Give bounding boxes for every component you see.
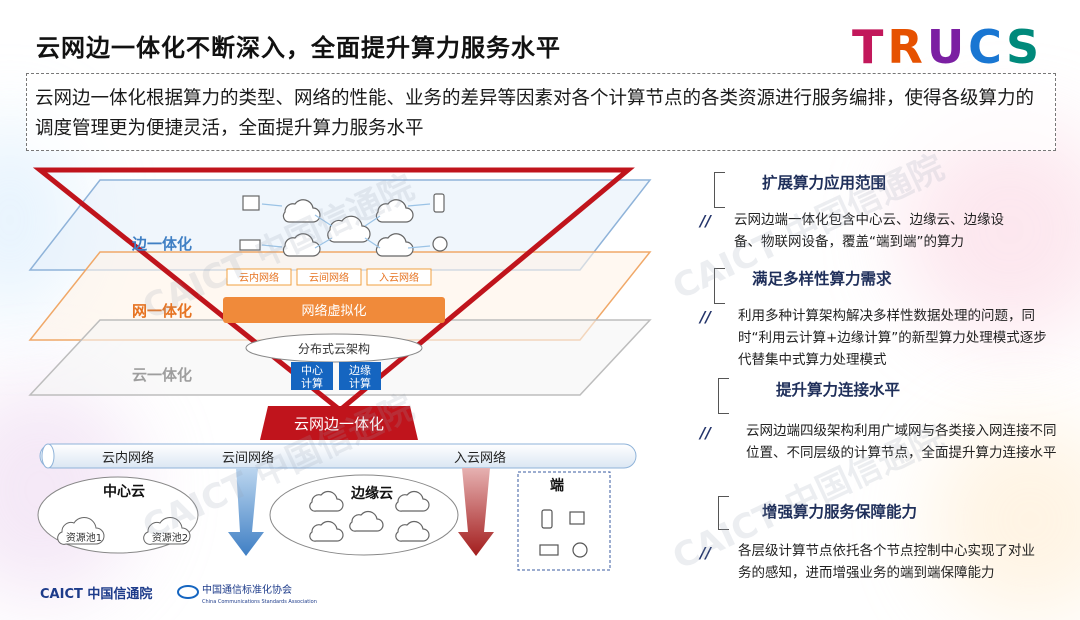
section-bracket bbox=[714, 268, 725, 304]
terminal-title: 端 bbox=[550, 477, 564, 494]
network-tag-cloud-internal: 云内网络 bbox=[239, 271, 279, 284]
quote-marks-icon: // bbox=[700, 424, 711, 442]
logo-letter: U bbox=[926, 20, 969, 74]
section-bracket bbox=[714, 172, 725, 208]
logo-letter: S bbox=[1005, 20, 1044, 74]
cloud-network-edge-banner bbox=[260, 406, 418, 440]
background-blob bbox=[900, 120, 1080, 340]
cloud-icon bbox=[282, 233, 321, 257]
quote-marks-icon: // bbox=[700, 308, 711, 326]
funnel-triangle bbox=[32, 167, 635, 414]
ccsa-logo-english: China Communications Standards Associati… bbox=[202, 599, 317, 605]
edge-compute-line1: 边缘 bbox=[349, 364, 371, 377]
center-cloud-title: 中心云 bbox=[103, 483, 145, 500]
caict-logo: CAICT 中国信通院 bbox=[40, 586, 152, 602]
quote-marks-icon: // bbox=[700, 544, 711, 562]
blue-down-arrow bbox=[228, 468, 264, 556]
logo-letter: C bbox=[968, 20, 1006, 74]
quote-marks-icon: // bbox=[700, 212, 711, 230]
cloud-icon bbox=[282, 199, 321, 223]
network-tags: 云内网络 云间网络 入云网络 bbox=[226, 268, 432, 286]
terminal-box bbox=[517, 471, 611, 571]
phone-icon bbox=[433, 193, 445, 213]
pipe-label-cloud-access: 入云网络 bbox=[454, 450, 506, 466]
banner-label: 云网边一体化 bbox=[294, 415, 384, 433]
logo-letter: T bbox=[852, 20, 888, 74]
phone-icon bbox=[541, 509, 553, 529]
network-tag-cloud-inter: 云间网络 bbox=[309, 271, 349, 284]
section-1-body: 云网边端一体化包含中心云、边缘云、边缘设备、物联网设备，覆盖“端到端”的算力 bbox=[734, 212, 1004, 250]
center-compute-box bbox=[291, 362, 333, 390]
section-3-heading: 提升算力连接水平 bbox=[776, 381, 901, 399]
cloud-icon bbox=[327, 215, 371, 243]
network-virtualization-label: 网络虚拟化 bbox=[301, 303, 366, 319]
network-virtualization-bar bbox=[223, 297, 445, 323]
intro-text: 云网边一体化根据算力的类型、网络的性能、业务的差异等因素对各个计算节点的各类资源… bbox=[26, 73, 1056, 151]
pipe-label-cloud-internal: 云内网络 bbox=[102, 450, 154, 466]
network-layer-label: 网一体化 bbox=[132, 302, 192, 320]
terminal-icons bbox=[539, 509, 588, 558]
router-icon bbox=[239, 239, 261, 251]
cloud-icon bbox=[309, 490, 344, 512]
section-2-heading: 满足多样性算力需求 bbox=[752, 270, 892, 288]
red-down-arrow bbox=[458, 468, 494, 556]
logo-letter: R bbox=[887, 20, 927, 74]
section-bracket bbox=[718, 378, 729, 414]
camera-icon bbox=[242, 195, 260, 211]
edge-compute-line2: 计算 bbox=[349, 376, 371, 390]
edge-layer-label: 边一体化 bbox=[131, 235, 192, 253]
cloud-icon bbox=[375, 199, 414, 223]
edge-cloud-title: 边缘云 bbox=[350, 485, 393, 502]
section-4-body: 各层级计算节点依托各个节点控制中心实现了对业务的感知，进而增强业务的端到端保障能… bbox=[738, 543, 1035, 581]
edge-compute-box bbox=[339, 362, 381, 390]
resource-pool-2-label: 资源池2 bbox=[152, 531, 188, 544]
center-compute-line1: 中心 bbox=[301, 364, 323, 377]
background-blob bbox=[930, 420, 1080, 620]
resource-pool-cloud-icon bbox=[143, 517, 191, 545]
router-icon bbox=[539, 544, 559, 556]
network-pipe bbox=[39, 443, 637, 469]
antenna-icon bbox=[432, 236, 448, 252]
cloud-icon bbox=[395, 520, 430, 542]
section-2-body: 利用多种计算架构解决多样性数据处理的问题，同时“利用云计算+边缘计算”的新型算力… bbox=[738, 308, 1047, 368]
cloud-network-edge-diagram: 边一体化 网一体化 云一体化 云内网络 云间网络 入云网络 网络虚拟化 分布式云… bbox=[28, 167, 652, 605]
pipe-label-cloud-inter: 云间网络 bbox=[222, 450, 274, 466]
ccsa-logo-text: 中国通信标准化协会 bbox=[202, 583, 292, 596]
distributed-cloud-ellipse bbox=[245, 333, 423, 363]
cloud-icon bbox=[349, 510, 384, 532]
cloud-icon bbox=[395, 490, 430, 512]
network-tag-cloud-access: 入云网络 bbox=[379, 271, 419, 284]
camera-icon bbox=[569, 511, 585, 525]
antenna-icon bbox=[572, 542, 588, 558]
edge-cloud-icons bbox=[309, 490, 430, 542]
section-3-body: 云网边端四级架构利用广域网与各类接入网连接不同位置、不同层级的计算节点，全面提升… bbox=[746, 423, 1057, 461]
edge-layer-icons bbox=[239, 193, 448, 257]
section-1-heading: 扩展算力应用范围 bbox=[762, 174, 887, 192]
center-compute-line2: 计算 bbox=[301, 376, 323, 390]
ccsa-logo-mark bbox=[177, 585, 199, 599]
trucs-logo: TRUCS bbox=[852, 20, 1043, 74]
resource-pool-1-label: 资源池1 bbox=[66, 531, 102, 544]
cloud-icon bbox=[375, 233, 414, 257]
distributed-cloud-label: 分布式云架构 bbox=[298, 341, 370, 356]
section-4-heading: 增强算力服务保障能力 bbox=[762, 503, 918, 521]
cloud-layer-label: 云一体化 bbox=[132, 366, 192, 384]
resource-pool-cloud-icon bbox=[57, 517, 105, 545]
cloud-icon bbox=[309, 520, 344, 542]
section-bracket bbox=[718, 496, 729, 530]
page-title: 云网边一体化不断深入，全面提升算力服务水平 bbox=[36, 34, 561, 62]
